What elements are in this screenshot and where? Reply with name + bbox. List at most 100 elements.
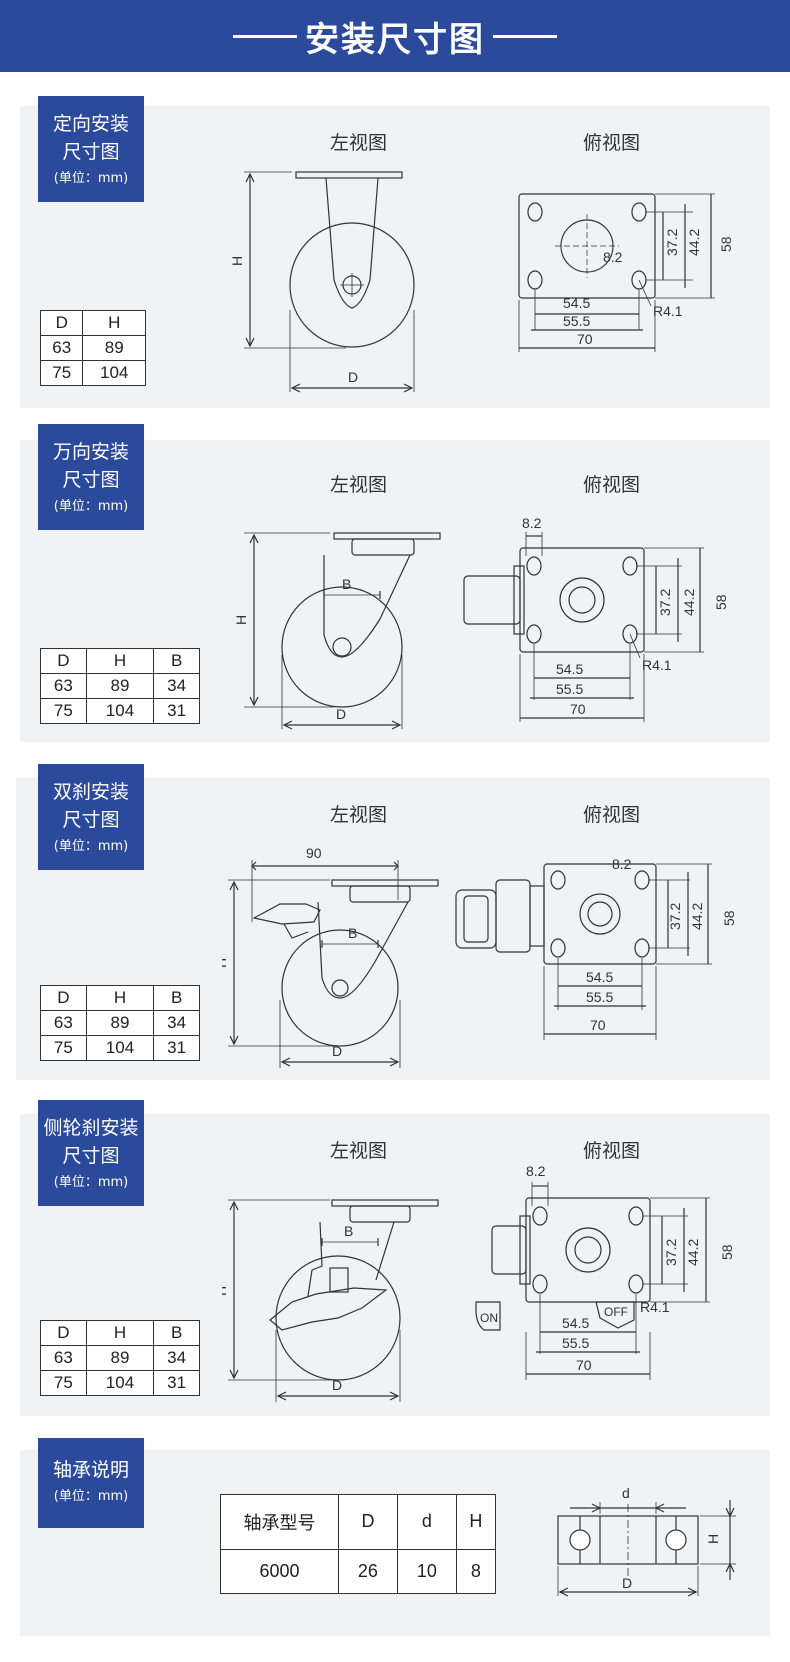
section-fixed-label: 定向安装 尺寸图 (单位：mm) bbox=[38, 96, 144, 202]
dim-55-5: 55.5 bbox=[586, 989, 613, 1005]
table-cell: 31 bbox=[153, 1035, 200, 1061]
table-cell: 34 bbox=[153, 673, 200, 699]
label-line1: 定向安装 bbox=[52, 113, 129, 135]
label-off: OFF bbox=[604, 1305, 628, 1319]
table-cell: 34 bbox=[153, 1010, 200, 1036]
dim-54-5: 54.5 bbox=[586, 969, 613, 985]
table-cell: 8 bbox=[455, 1548, 497, 1595]
left-view-title: 左视图 bbox=[330, 1140, 388, 1162]
swivel-plate-top-drawing: 8.2 54.5 55.5 70 R4.1 37.2 44.2 58 bbox=[463, 515, 729, 722]
table-cell: 75 bbox=[40, 1370, 87, 1396]
dim-70: 70 bbox=[577, 331, 593, 347]
dim-d: D bbox=[348, 369, 358, 385]
dim-r4-1: R4.1 bbox=[653, 303, 683, 319]
dim-44-2: 44.2 bbox=[681, 589, 697, 616]
dim-h: H bbox=[705, 1534, 721, 1544]
table-cell: 31 bbox=[153, 1370, 200, 1396]
table-cell: 104 bbox=[85, 698, 155, 724]
table-cell: 104 bbox=[85, 1370, 155, 1396]
dim-h: H bbox=[230, 256, 245, 266]
dim-37-2: 37.2 bbox=[663, 1239, 679, 1266]
table-header: 轴承型号 bbox=[220, 1494, 339, 1550]
table-cell: 75 bbox=[40, 1035, 87, 1061]
label-line1: 侧轮刹安装 bbox=[43, 1117, 139, 1139]
table-header: D bbox=[338, 1494, 398, 1550]
page-header: 安装尺寸图 bbox=[0, 0, 790, 72]
dim-58: 58 bbox=[718, 236, 734, 252]
table-header: H bbox=[455, 1494, 497, 1550]
dim-70: 70 bbox=[570, 701, 586, 717]
label-line1: 轴承说明 bbox=[52, 1459, 129, 1481]
dim-r4-1: R4.1 bbox=[640, 1299, 670, 1315]
table-header: H bbox=[85, 1320, 155, 1346]
table-cell: 63 bbox=[40, 673, 87, 699]
dim-b: B bbox=[342, 576, 351, 592]
left-view-title: 左视图 bbox=[330, 804, 388, 826]
dim-r4-1: R4.1 bbox=[642, 657, 672, 673]
swivel-caster-side-drawing: B H D bbox=[233, 532, 441, 730]
label-unit: (单位：mm) bbox=[53, 839, 129, 854]
top-view-title: 俯视图 bbox=[583, 474, 641, 496]
label-line1: 万向安装 bbox=[52, 441, 129, 463]
dim-b: B bbox=[344, 1223, 353, 1239]
double-brake-plate-top-drawing: 8.2 54.5 55.5 70 37.2 44.2 58 bbox=[455, 863, 737, 1040]
table-header: H bbox=[85, 648, 155, 674]
dim-58: 58 bbox=[719, 1244, 735, 1260]
table-cell: 89 bbox=[85, 673, 155, 699]
bearing-table: 轴承型号 D d H 6000 26 10 8 bbox=[220, 1494, 497, 1595]
dim-70: 70 bbox=[576, 1357, 592, 1373]
label-unit: (单位：mm) bbox=[53, 171, 129, 186]
table-cell: 10 bbox=[396, 1548, 457, 1595]
table-cell: 34 bbox=[153, 1345, 200, 1371]
side-brake-plate-top-drawing: ON OFF 8.2 54.5 55.5 70 R4.1 37.2 44.2 5… bbox=[475, 1163, 735, 1380]
fixed-plate-top-drawing: 54.5 55.5 70 8.2 R4.1 37.2 44.2 58 bbox=[518, 193, 734, 352]
dim-d: D bbox=[332, 1377, 342, 1393]
label-line2: 尺寸图 bbox=[62, 141, 120, 163]
table-cell: 63 bbox=[39, 335, 84, 361]
table-cell: 89 bbox=[85, 1010, 155, 1036]
dim-58: 58 bbox=[713, 594, 729, 610]
table-header: D bbox=[39, 310, 84, 336]
dim-54-5: 54.5 bbox=[556, 661, 583, 677]
bearing-section-drawing: d D H bbox=[557, 1485, 736, 1597]
label-unit: (单位：mm) bbox=[53, 1489, 129, 1504]
dim-58: 58 bbox=[721, 910, 737, 926]
dim-h: H bbox=[222, 958, 229, 968]
table-header: D bbox=[40, 985, 87, 1011]
dim-d: D bbox=[332, 1043, 342, 1059]
dim-h: H bbox=[222, 1286, 229, 1296]
label-line2: 尺寸图 bbox=[62, 469, 120, 491]
table-cell: 6000 bbox=[220, 1548, 339, 1595]
dim-54-5: 54.5 bbox=[563, 295, 590, 311]
dim-37-2: 37.2 bbox=[657, 589, 673, 616]
dim-44-2: 44.2 bbox=[685, 1239, 701, 1266]
top-view-title: 俯视图 bbox=[583, 132, 641, 154]
dim-h: H bbox=[233, 615, 249, 625]
section-double-brake-label: 双刹安装 尺寸图 (单位：mm) bbox=[38, 764, 144, 870]
table-header: H bbox=[82, 310, 146, 336]
table-cell: 26 bbox=[338, 1548, 398, 1595]
dim-90: 90 bbox=[306, 845, 322, 861]
dim-8-2-label: 8.2 bbox=[612, 856, 632, 872]
table-cell: 104 bbox=[85, 1035, 155, 1061]
label-line2: 尺寸图 bbox=[62, 1145, 120, 1167]
label-line1: 双刹安装 bbox=[52, 781, 129, 803]
dim-37-2: 37.2 bbox=[664, 229, 680, 256]
page-title: 安装尺寸图 bbox=[305, 19, 485, 60]
dim-8-2: 8.2 bbox=[603, 249, 623, 265]
table-cell: 75 bbox=[40, 698, 87, 724]
table-cell: 63 bbox=[40, 1010, 87, 1036]
table-cell: 75 bbox=[39, 360, 84, 386]
section-bearing-label: 轴承说明 (单位：mm) bbox=[38, 1438, 144, 1528]
double-brake-caster-side-drawing: 90 B H D bbox=[222, 845, 439, 1068]
label-on: ON bbox=[480, 1311, 498, 1325]
section-side-brake-label: 侧轮刹安装 尺寸图 (单位：mm) bbox=[38, 1100, 144, 1206]
dim-55-5: 55.5 bbox=[563, 313, 590, 329]
label-line2: 尺寸图 bbox=[62, 809, 120, 831]
table-header: d bbox=[396, 1494, 457, 1550]
dim-54-5: 54.5 bbox=[562, 1315, 589, 1331]
table-cell: 89 bbox=[85, 1345, 155, 1371]
dim-55-5: 55.5 bbox=[562, 1335, 589, 1351]
header-dash-right bbox=[493, 34, 557, 38]
